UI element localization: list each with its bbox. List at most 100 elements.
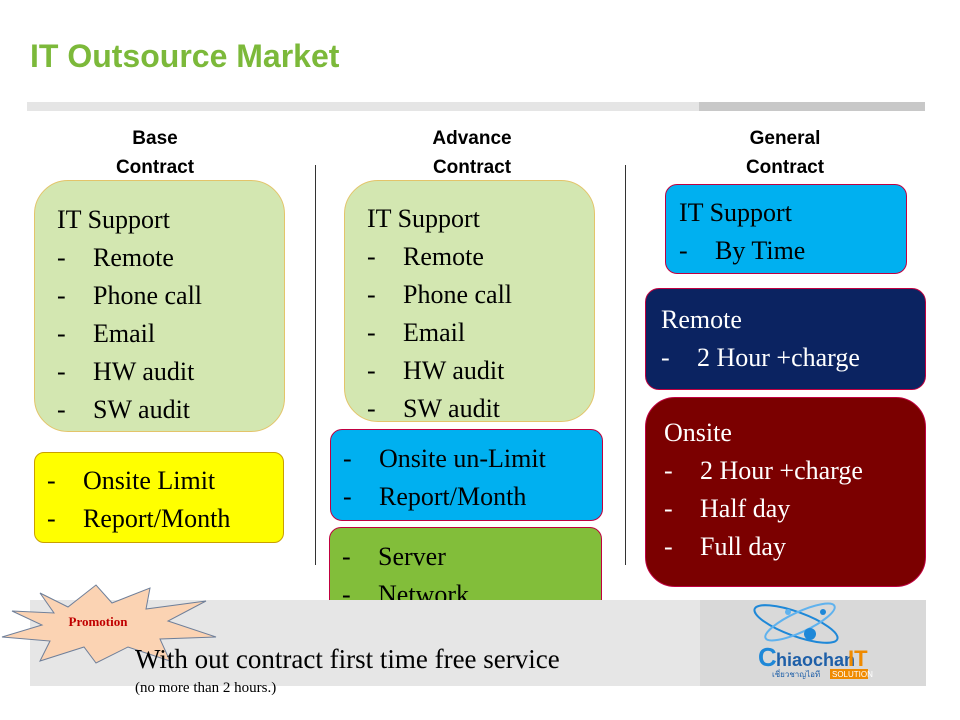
logo-graphic: C hiaochan IT เชี่ยวชาญไอที SOLUTION [753, 602, 873, 679]
service-list: -Onsite Limit -Report/Month [47, 462, 283, 538]
list-item-label: Remote [93, 243, 174, 272]
list-item-label: 2 Hour +charge [700, 456, 863, 485]
list-item: -HW audit [367, 352, 594, 390]
logo-name: hiaochan [776, 650, 855, 670]
bullet-dash: - [343, 444, 352, 473]
bullet-dash: - [661, 343, 670, 372]
promotion-note: (no more than 2 hours.) [135, 680, 277, 696]
list-item: -Email [367, 314, 594, 352]
service-list: -Remote -Phone call -Email -HW audit -SW… [367, 238, 594, 428]
list-item-label: Report/Month [379, 482, 527, 511]
list-item-label: Server [378, 542, 446, 571]
list-item-label: Full day [700, 532, 786, 561]
box-heading: IT Support [57, 205, 170, 234]
column-heading-line: Contract [115, 157, 195, 178]
column-divider [315, 165, 316, 565]
list-item: -Onsite Limit [47, 462, 283, 500]
general-it-support-box: IT Support -By Time [665, 184, 907, 274]
list-item: -SW audit [367, 390, 594, 428]
base-it-support-box: IT Support -Remote -Phone call -Email -H… [34, 180, 285, 432]
list-item-label: Remote [403, 242, 484, 271]
list-item-label: HW audit [93, 357, 195, 386]
column-heading-line: Contract [432, 157, 512, 178]
bullet-dash: - [367, 280, 376, 309]
box-heading: IT Support [367, 204, 480, 233]
list-item-label: SW audit [93, 395, 191, 424]
service-list: -Remote -Phone call -Email -HW audit -SW… [57, 239, 284, 429]
bullet-dash: - [664, 494, 673, 523]
list-item: -Full day [664, 528, 925, 566]
column-heading-general: General Contract [705, 124, 865, 182]
promotion-badge: Promotion [68, 614, 128, 629]
logo-solution: SOLUTION [832, 670, 873, 679]
column-heading-base: Base Contract [75, 124, 235, 182]
logo-initial: C [758, 642, 777, 672]
list-item: -By Time [679, 232, 906, 270]
promotion-burst-icon [1, 584, 217, 664]
list-item-label: Onsite un-Limit [379, 444, 546, 473]
list-item-label: 2 Hour +charge [697, 343, 860, 372]
service-list: -By Time [679, 232, 906, 270]
list-item: -SW audit [57, 391, 284, 429]
bullet-dash: - [664, 456, 673, 485]
advance-onsite-box: -Onsite un-Limit -Report/Month [330, 429, 603, 521]
list-item-label: Email [93, 319, 156, 348]
list-item: -Remote [57, 239, 284, 277]
title-underline-end [699, 102, 925, 111]
list-item: -Report/Month [47, 500, 283, 538]
bullet-dash: - [367, 242, 376, 271]
list-item: -2 Hour +charge [661, 339, 925, 377]
bullet-dash: - [343, 482, 352, 511]
general-onsite-box: Onsite -2 Hour +charge -Half day -Full d… [645, 397, 926, 587]
list-item-label: Report/Month [83, 504, 231, 533]
advance-it-support-box: IT Support -Remote -Phone call -Email -H… [344, 180, 595, 423]
bullet-dash: - [57, 395, 66, 424]
list-item-label: By Time [715, 236, 806, 265]
bullet-dash: - [57, 319, 66, 348]
list-item-label: Onsite Limit [83, 466, 216, 495]
bullet-dash: - [367, 356, 376, 385]
column-heading-line: Advance [432, 128, 512, 149]
list-item: -Phone call [57, 277, 284, 315]
list-item-label: Phone call [93, 281, 203, 310]
list-item-label: SW audit [403, 394, 501, 423]
bullet-dash: - [367, 318, 376, 347]
promotion-text: With out contract first time free servic… [135, 644, 560, 674]
bullet-dash: - [57, 281, 66, 310]
logo-it: IT [848, 646, 868, 671]
list-item: -HW audit [57, 353, 284, 391]
list-item: -Email [57, 315, 284, 353]
bullet-dash: - [57, 243, 66, 272]
bullet-dash: - [57, 357, 66, 386]
bullet-dash: - [679, 236, 688, 265]
base-onsite-box: -Onsite Limit -Report/Month [34, 452, 284, 543]
list-item-label: HW audit [403, 356, 505, 385]
list-item: -Server [342, 538, 601, 576]
logo-thai-tagline: เชี่ยวชาญไอที [772, 668, 820, 679]
general-remote-box: Remote -2 Hour +charge [645, 288, 926, 390]
list-item: -Phone call [367, 276, 594, 314]
bullet-dash: - [47, 504, 56, 533]
list-item: -Onsite un-Limit [343, 440, 602, 478]
service-list: -Onsite un-Limit -Report/Month [343, 440, 602, 516]
list-item: -Remote [367, 238, 594, 276]
bullet-dash: - [342, 542, 351, 571]
service-list: -2 Hour +charge -Half day -Full day [664, 452, 925, 566]
bullet-dash: - [342, 580, 351, 609]
column-divider [625, 165, 626, 565]
column-heading-line: Contract [745, 157, 825, 178]
page-title: IT Outsource Market [30, 38, 340, 74]
box-heading: Onsite [664, 418, 732, 447]
list-item-label: Email [403, 318, 466, 347]
column-heading-line: Base [132, 128, 178, 149]
company-logo: C hiaochan IT เชี่ยวชาญไอที SOLUTION [700, 600, 926, 686]
bullet-dash: - [47, 466, 56, 495]
list-item: -2 Hour +charge [664, 452, 925, 490]
service-list: -2 Hour +charge [661, 339, 925, 377]
list-item: -Report/Month [343, 478, 602, 516]
list-item-label: Phone call [403, 280, 513, 309]
list-item-label: Half day [700, 494, 791, 523]
column-heading-line: General [749, 128, 821, 149]
box-heading: Remote [661, 305, 742, 334]
bullet-dash: - [664, 532, 673, 561]
